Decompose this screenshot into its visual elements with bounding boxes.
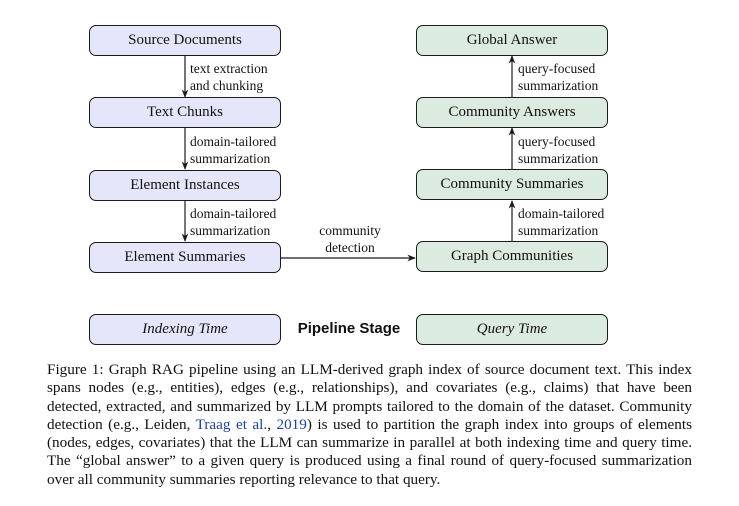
edge-label-summaries-query-focused: query-focused summarization bbox=[518, 134, 599, 166]
citation-author-link[interactable]: Traag et al. bbox=[195, 415, 268, 433]
edge-label-community-detection: community detection bbox=[319, 223, 381, 255]
global-answer-label: Global Answer bbox=[466, 32, 558, 48]
community-summaries-label: Community Summaries bbox=[440, 176, 584, 192]
citation-year-link[interactable]: 2019 bbox=[276, 415, 307, 433]
global-answer-node: Global Answer bbox=[416, 25, 608, 56]
element-summaries-label: Element Summaries bbox=[124, 249, 246, 265]
caption-prefix: Figure 1: Graph RAG pipeline using an LL… bbox=[47, 361, 692, 433]
graph-communities-label: Graph Communities bbox=[450, 248, 574, 264]
text-chunks-label: Text Chunks bbox=[146, 104, 224, 120]
edge-label-chunks-summarization: domain-tailored summarization bbox=[190, 134, 277, 166]
figure-caption: Figure 1: Graph RAG pipeline using an LL… bbox=[47, 361, 692, 489]
community-summaries-node: Community Summaries bbox=[416, 169, 608, 200]
legend-indexing-time: Indexing Time bbox=[89, 314, 281, 345]
edge-label-answers-query-focused: query-focused summarization bbox=[518, 61, 599, 93]
citation-separator: , bbox=[267, 415, 277, 433]
graph-communities-node: Graph Communities bbox=[416, 241, 608, 272]
element-summaries-node: Element Summaries bbox=[89, 242, 281, 273]
legend-query-time: Query Time bbox=[416, 314, 608, 345]
source-documents-node: Source Documents bbox=[89, 25, 281, 56]
element-instances-label: Element Instances bbox=[130, 177, 240, 193]
source-documents-label: Source Documents bbox=[128, 32, 242, 48]
caption-suffix: ) is used to partition the graph index i… bbox=[47, 415, 693, 488]
text-chunks-node: Text Chunks bbox=[89, 97, 281, 128]
edge-label-communities-summarization: domain-tailored summarization bbox=[518, 206, 605, 238]
element-instances-node: Element Instances bbox=[89, 170, 281, 201]
legend-query-time-label: Query Time bbox=[476, 321, 548, 337]
legend-indexing-time-label: Indexing Time bbox=[142, 321, 228, 337]
community-answers-label: Community Answers bbox=[448, 104, 576, 120]
edge-label-instances-summarization: domain-tailored summarization bbox=[190, 206, 277, 238]
legend-pipeline-stage: Pipeline Stage bbox=[297, 320, 401, 337]
edge-label-text-extraction: text extraction and chunking bbox=[190, 61, 268, 93]
community-answers-node: Community Answers bbox=[416, 97, 608, 128]
